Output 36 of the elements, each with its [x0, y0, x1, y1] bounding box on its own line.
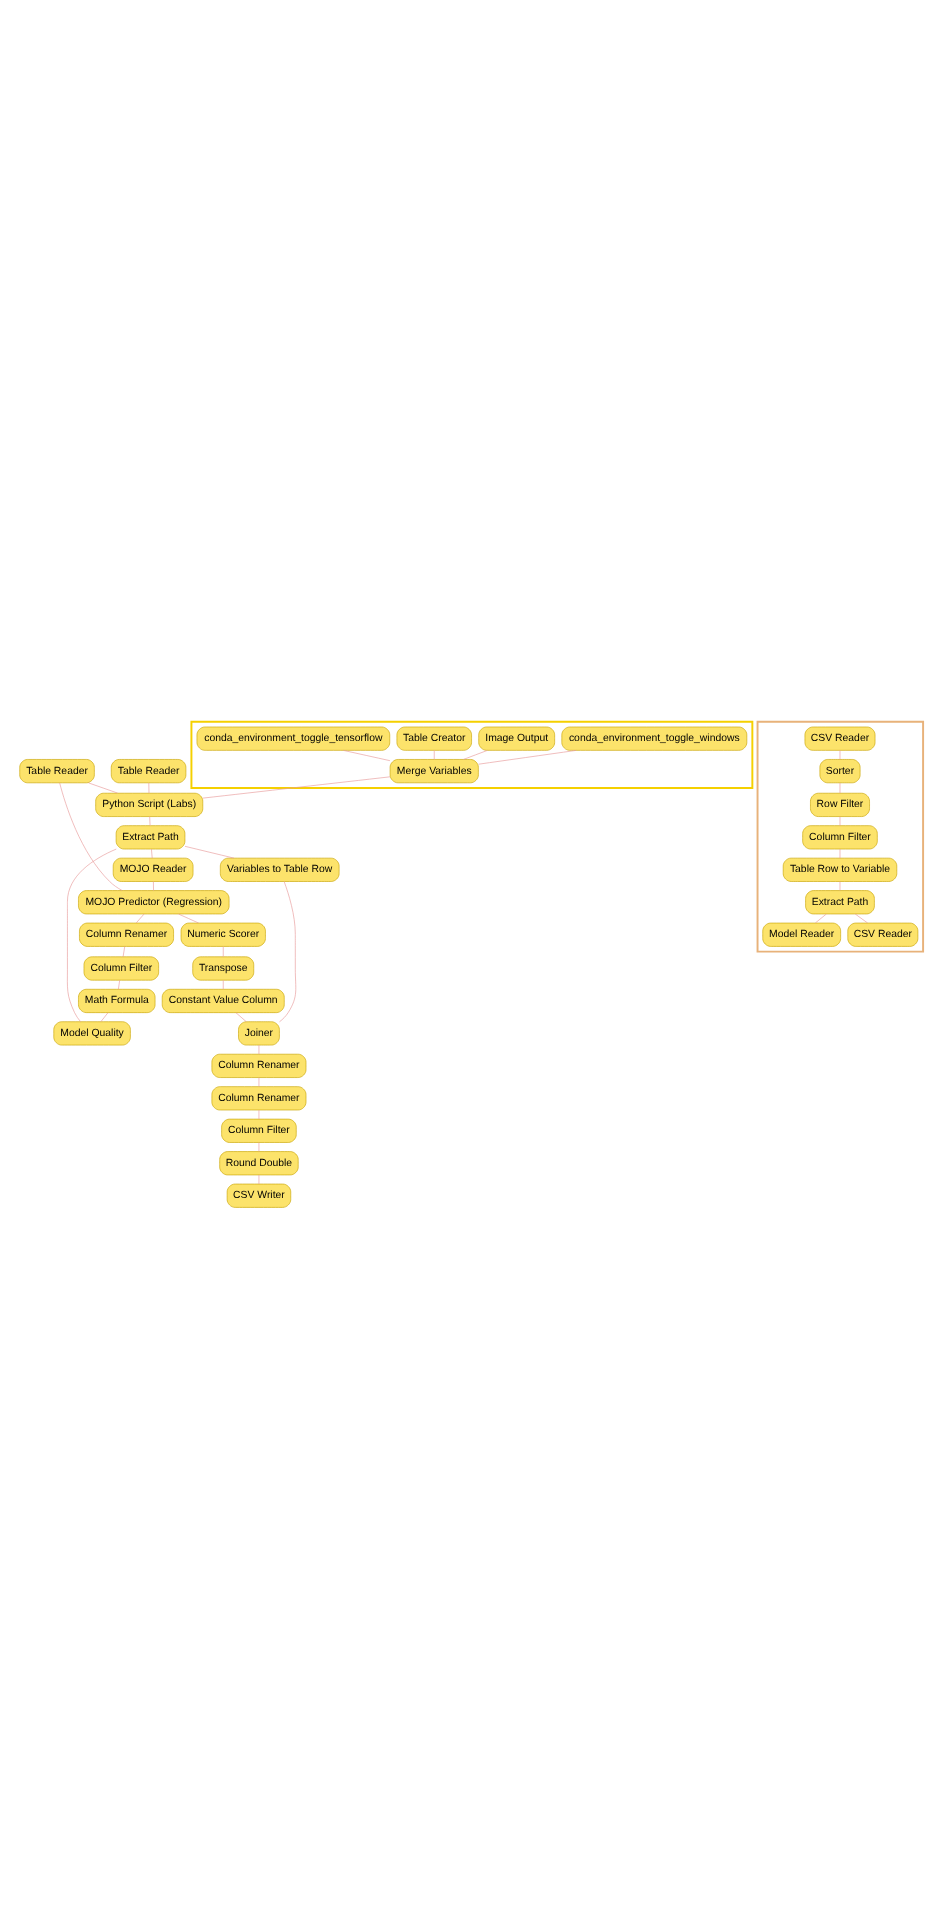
connector: [153, 880, 154, 890]
connector: [149, 815, 151, 825]
connector: [151, 847, 153, 858]
connector: [814, 912, 827, 923]
connector: [854, 912, 868, 923]
connector: [118, 978, 121, 989]
connector: [258, 1141, 260, 1151]
connector: [202, 775, 391, 798]
connector: [478, 749, 577, 764]
connector: [258, 1173, 260, 1184]
connector: [839, 815, 841, 825]
connector: [258, 1043, 260, 1054]
connector: [178, 912, 199, 923]
connector: [463, 749, 488, 759]
connector: [88, 781, 118, 793]
connector: [100, 1011, 109, 1022]
connector: [122, 945, 126, 957]
connector: [433, 749, 435, 759]
connector: [839, 749, 841, 759]
connector: [59, 781, 123, 890]
cluster: [190, 719, 754, 788]
connector: [839, 880, 841, 890]
connector: [222, 945, 224, 957]
connector: [258, 1076, 260, 1086]
connector: [839, 847, 841, 858]
connector: [258, 1108, 260, 1119]
connector: [135, 912, 145, 923]
connector: [343, 749, 391, 760]
connector: [67, 847, 117, 1021]
connector: [279, 880, 297, 1022]
connector: [184, 845, 235, 858]
cluster: [756, 719, 925, 952]
connector: [839, 781, 841, 793]
connector: [148, 781, 150, 793]
connector: [222, 978, 224, 989]
connector: [235, 1011, 247, 1022]
